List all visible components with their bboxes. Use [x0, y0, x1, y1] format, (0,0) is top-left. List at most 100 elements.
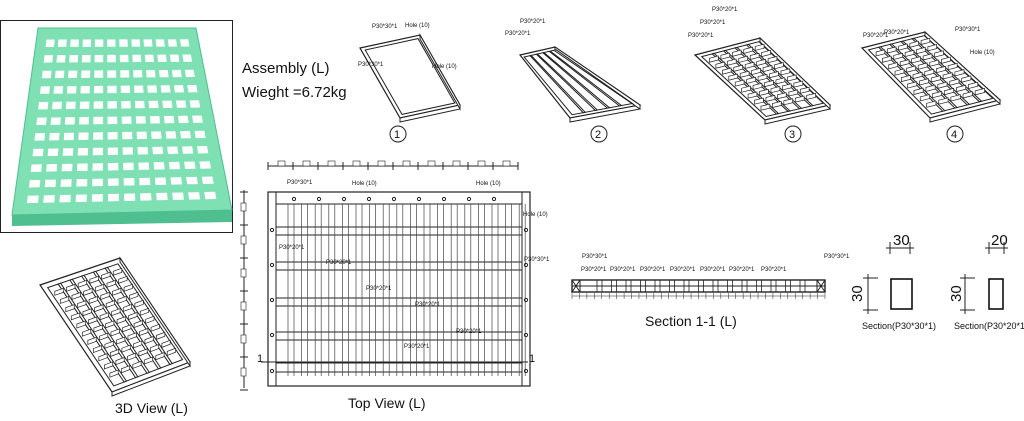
- grating-hole: [134, 100, 145, 109]
- step-number: 1: [394, 129, 400, 141]
- svg-text:P30*20*1: P30*20*1: [326, 260, 352, 266]
- grating-hole: [28, 179, 41, 188]
- grating-hole: [139, 177, 151, 186]
- p30x20-crosspiece: [709, 55, 719, 63]
- grating-hole: [172, 192, 184, 200]
- p30x20-crosspiece: [122, 324, 132, 333]
- hole: [269, 227, 275, 233]
- dimension-value: [352, 160, 361, 167]
- grating-hole: [201, 176, 214, 184]
- grating-hole: [162, 100, 173, 108]
- step-number: 2: [595, 129, 601, 141]
- p30x20-crosspiece: [911, 56, 921, 64]
- p30x20-crosspiece: [747, 91, 758, 99]
- p30x20-crosspiece: [777, 92, 787, 100]
- p30x20-crosspiece: [143, 356, 153, 365]
- grating-hole: [121, 116, 132, 124]
- dimension-value: [302, 160, 311, 167]
- p30x20-crosspiece: [133, 340, 143, 349]
- grating-hole: [92, 147, 103, 156]
- p30x20-crosspiece: [139, 328, 149, 337]
- p30x20-crosspiece: [138, 348, 148, 357]
- grating-hole: [169, 54, 180, 62]
- dimension-value: [240, 202, 247, 212]
- grating-hole: [59, 194, 71, 203]
- grating-hole: [138, 162, 150, 170]
- grating-hole: [167, 146, 179, 154]
- p30x20-crosspiece: [123, 283, 133, 292]
- frame-inner: [523, 49, 634, 116]
- grating-hole: [204, 191, 217, 200]
- hole: [269, 297, 275, 303]
- p30x20-crosspiece: [762, 65, 773, 73]
- p30x20-crosspiece: [907, 81, 918, 89]
- step-1-labels: P30*30*1 Hole (10) P30*30*1 Hole (10) 1: [358, 23, 457, 143]
- p30x20-crosspiece: [882, 55, 892, 63]
- grating-hole: [53, 86, 64, 94]
- p30x20-crosspiece: [111, 308, 121, 317]
- grating-hole: [78, 132, 89, 140]
- grating-hole: [149, 116, 161, 124]
- grating-hole: [60, 179, 72, 187]
- grating-hole: [135, 116, 146, 124]
- grating-hole: [131, 39, 141, 47]
- p30x20-crosspiece: [70, 312, 81, 321]
- step-number: 4: [951, 129, 957, 141]
- grating-hole: [77, 163, 88, 172]
- svg-text:Hole (10): Hole (10): [523, 212, 548, 218]
- profile-cross: [816, 279, 826, 293]
- p30x20-crosspiece: [71, 292, 81, 300]
- p30x20-crosspiece: [118, 275, 128, 284]
- svg-text:P30*20*1: P30*20*1: [670, 267, 696, 273]
- svg-text:Hole (10): Hole (10): [352, 181, 377, 187]
- step-number: 3: [789, 129, 795, 141]
- svg-text:P30*20*1: P30*20*1: [456, 329, 482, 335]
- p30x20-crosspiece: [904, 49, 915, 58]
- grating-hole: [170, 177, 183, 185]
- svg-text:Hole (10): Hole (10): [432, 64, 457, 70]
- p30x20-crosspiece: [756, 58, 766, 67]
- p30x20-crosspiece: [769, 71, 779, 79]
- p30x20-crosspiece: [715, 61, 726, 69]
- grating-hole: [107, 101, 117, 109]
- p30x20-crosspiece: [744, 61, 755, 69]
- p30x20-crosspiece: [893, 52, 903, 60]
- p30x20-crosspiece: [898, 43, 908, 51]
- p30x20-crosspiece: [749, 52, 760, 60]
- grating-hole: [146, 70, 156, 78]
- p30x20-crosspiece: [937, 81, 948, 89]
- svg-text:30: 30: [849, 285, 866, 302]
- svg-text:Hole (10): Hole (10): [476, 181, 501, 187]
- p30x20-crosspiece: [931, 90, 942, 99]
- p30x20-crosspiece: [916, 46, 926, 55]
- svg-text:Hole (10): Hole (10): [970, 50, 995, 56]
- grating-hole: [68, 70, 78, 79]
- p30x20-crosspiece: [926, 100, 937, 108]
- dimension-value: [240, 334, 247, 344]
- p30x20-crosspiece: [875, 49, 886, 57]
- step-4-labels: P30*20*1 P30*20*1 P30*30*1 Hole (10) 4: [863, 27, 995, 143]
- p30x20-crosspiece: [129, 291, 139, 300]
- p30x20-crosspiece: [925, 84, 936, 92]
- p30x20-crosspiece: [906, 65, 916, 73]
- p30x20-crosspiece: [919, 78, 929, 86]
- p30x20-crosspiece: [787, 74, 797, 82]
- svg-text:P30*20*1: P30*20*1: [520, 19, 546, 25]
- grating-hole: [93, 85, 104, 94]
- grating-hole: [107, 54, 116, 63]
- grating-hole: [107, 39, 116, 47]
- frame-inner: [364, 38, 456, 115]
- dimension-value: [477, 160, 486, 167]
- dimension-value: [502, 160, 511, 167]
- grating-hole: [155, 39, 165, 47]
- p30x20-profile: [611, 279, 617, 293]
- p30x20-crosspiece: [782, 83, 792, 91]
- grating-hole: [52, 101, 63, 110]
- grating-hole: [175, 100, 187, 108]
- p30x30-profile: [816, 279, 826, 293]
- grating-hole: [93, 116, 104, 125]
- dimension-value: [427, 160, 436, 167]
- p30x20-bar: [57, 282, 128, 383]
- p30x20-crosspiece: [81, 328, 92, 337]
- p30x20-crosspiece: [92, 344, 103, 354]
